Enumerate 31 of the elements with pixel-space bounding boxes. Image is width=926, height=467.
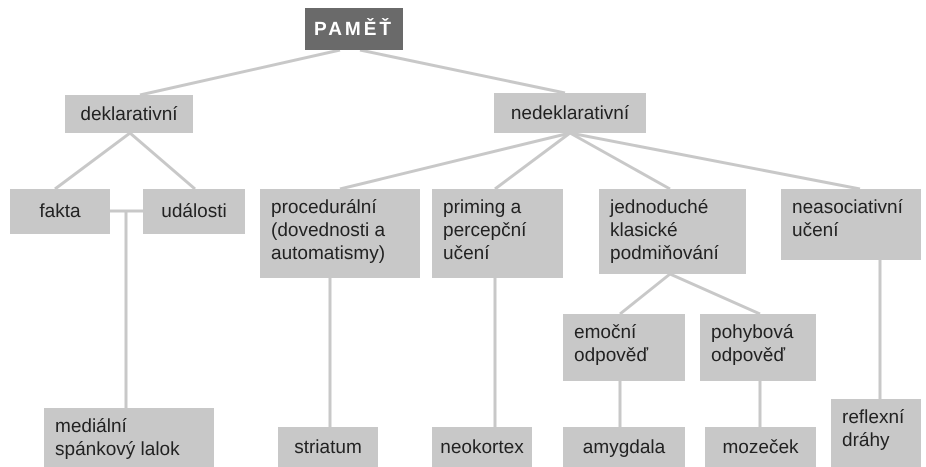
brain-area-box: striatum xyxy=(278,427,378,467)
connector-line xyxy=(669,272,761,316)
connector-line xyxy=(494,132,571,190)
category-box: emoční odpověď xyxy=(563,314,685,381)
brain-area-box: mediální spánkový lalok xyxy=(44,408,214,467)
connector-line xyxy=(328,278,332,427)
category-box: neasociativní učení xyxy=(781,189,921,260)
brain-area-box: neokortex xyxy=(432,427,532,467)
connector-line xyxy=(54,132,131,190)
connector-line xyxy=(124,210,143,408)
brain-area-box: reflexní dráhy xyxy=(831,399,921,467)
connector-line xyxy=(878,260,882,399)
connector-line xyxy=(618,381,622,427)
title-box: PAMĚŤ xyxy=(305,8,403,50)
connector-line xyxy=(758,381,762,427)
category-box: pohybová odpověď xyxy=(700,314,816,381)
connector-line xyxy=(619,272,671,316)
brain-area-box: mozeček xyxy=(705,427,816,467)
connector-line xyxy=(140,48,340,96)
category-box: fakta xyxy=(10,189,110,234)
category-box: jednoduché klasické podmiňování xyxy=(599,189,746,274)
connector-line xyxy=(494,278,496,427)
category-box: události xyxy=(143,189,245,234)
connector-line xyxy=(569,132,671,190)
category-box: priming a percepční učení xyxy=(432,189,563,278)
connector-line xyxy=(129,132,196,190)
brain-area-box: amygdala xyxy=(563,427,685,467)
category-box: deklarativní xyxy=(65,95,193,133)
connector-line xyxy=(360,48,566,94)
category-box: nedeklarativní xyxy=(494,93,646,133)
category-box: procedurální (dovednosti a automatismy) xyxy=(260,189,420,278)
